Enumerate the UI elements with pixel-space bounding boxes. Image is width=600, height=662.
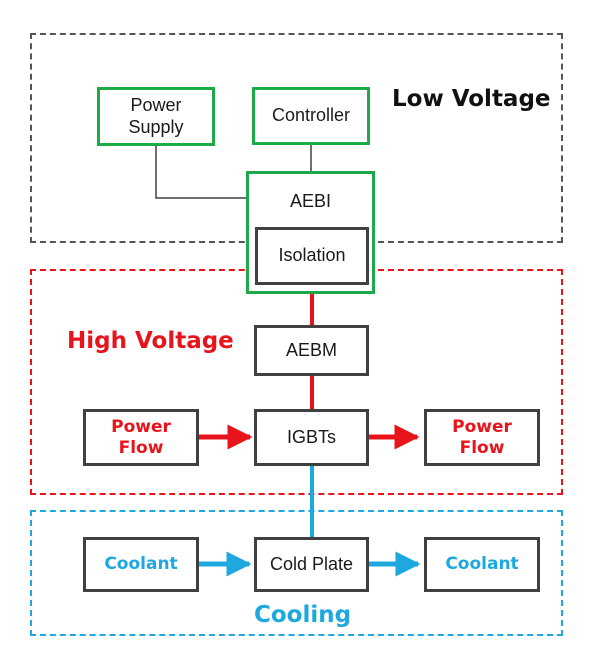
high-voltage-title: High Voltage <box>67 328 234 354</box>
power-flow-out-label-line2: Flow <box>459 437 505 458</box>
power-supply-label-line1: Power <box>130 94 182 115</box>
power-flow-out-block: Power Flow <box>424 409 540 466</box>
controller-label: Controller <box>271 105 351 126</box>
aebm-block: AEBM <box>254 325 369 376</box>
coolant-in-label: Coolant <box>104 554 178 575</box>
cooling-region <box>30 510 563 636</box>
power-flow-out-label-line1: Power <box>452 417 512 438</box>
cold-plate-block: Cold Plate <box>254 537 369 592</box>
coolant-in-block: Coolant <box>83 537 199 592</box>
isolation-label: Isolation <box>278 245 346 266</box>
cooling-title: Cooling <box>254 602 352 628</box>
coolant-out-label: Coolant <box>445 554 519 575</box>
power-flow-in-block: Power Flow <box>83 409 199 466</box>
power-flow-in-label-line1: Power <box>111 417 171 438</box>
power-flow-in-label-line2: Flow <box>118 437 164 458</box>
isolation-block: Isolation <box>255 227 369 285</box>
controller-block: Controller <box>252 87 370 145</box>
igbts-block: IGBTs <box>254 409 369 466</box>
igbts-label: IGBTs <box>286 426 336 447</box>
power-supply-label-line2: Supply <box>128 116 184 137</box>
aebm-label: AEBM <box>285 339 337 360</box>
power-supply-to-aebi-line <box>155 146 248 199</box>
cold-plate-label: Cold Plate <box>269 553 354 574</box>
coolant-out-block: Coolant <box>424 537 540 592</box>
aebi-label: AEBI <box>289 191 332 211</box>
power-supply-block: Power Supply <box>97 87 215 146</box>
low-voltage-title: Low Voltage <box>392 86 551 112</box>
